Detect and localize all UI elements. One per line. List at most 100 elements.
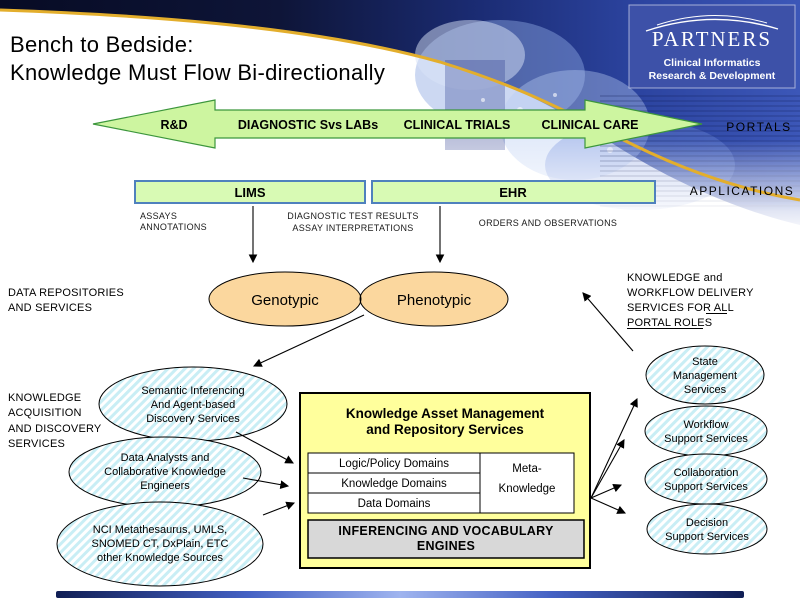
kam-box: Knowledge Asset Management and Repositor… bbox=[299, 392, 591, 569]
ka-line-1: KNOWLEDGE bbox=[8, 392, 81, 404]
state-line-3: Services bbox=[684, 384, 727, 396]
gold-swoosh bbox=[0, 8, 800, 202]
meta-label-line-2: Knowledge bbox=[499, 483, 556, 495]
domain-row-label: Logic/Policy Domains bbox=[339, 458, 449, 470]
logo-arc-icon bbox=[656, 14, 768, 26]
kd-line-3: SERVICES FOR ALL bbox=[627, 302, 734, 314]
sources-line-1: NCI Metathesaurus, UMLS, bbox=[93, 524, 228, 536]
lims-label: LIMS bbox=[234, 185, 265, 200]
application-boxes: LIMS EHR APPLICATIONS bbox=[134, 180, 794, 204]
diagnostics-line-1: DIAGNOSTIC TEST RESULTS bbox=[287, 211, 418, 221]
assays-line-1: ASSAYS bbox=[140, 211, 177, 221]
arrow-kam-to-workflow bbox=[590, 439, 625, 499]
double-arrow-shape bbox=[92, 99, 703, 149]
phenotypic-outline bbox=[359, 271, 509, 327]
logo-dept-line2: Research & Development bbox=[649, 70, 776, 82]
assays-line-2: ANNOTATIONS bbox=[140, 222, 207, 232]
applications-label: APPLICATIONS bbox=[690, 184, 794, 198]
data-repos-line-1: DATA REPOSITORIES bbox=[8, 287, 124, 299]
kd-line-4: PORTAL ROLES bbox=[627, 317, 712, 329]
semantic-line-3: Discovery Services bbox=[146, 413, 240, 425]
kd-line-2: WORKFLOW DELIVERY bbox=[627, 287, 754, 299]
domain-row-label: Data Domains bbox=[358, 498, 431, 510]
diagnostics-line-2: ASSAY INTERPRETATIONS bbox=[292, 223, 413, 233]
phenotypic-label: Phenotypic bbox=[397, 292, 472, 309]
section-label-knowledge-acquisition: KNOWLEDGE ACQUISITION AND DISCOVERY SERV… bbox=[8, 392, 102, 450]
workflow-line-2: Support Services bbox=[664, 433, 748, 445]
state-management-ellipse bbox=[645, 345, 765, 405]
analysts-line-1: Data Analysts and bbox=[121, 452, 210, 464]
kd-line-1: KNOWLEDGE and bbox=[627, 272, 723, 284]
header-blue-sweep bbox=[0, 0, 800, 225]
decision-support-ellipse bbox=[646, 503, 768, 555]
collab-line-2: Support Services bbox=[664, 481, 748, 493]
logo-brand-text: PARTNERS bbox=[652, 27, 772, 51]
section-label-data-repositories: DATA REPOSITORIES AND SERVICES bbox=[8, 287, 124, 314]
kam-title-line-2: and Repository Services bbox=[366, 422, 524, 437]
ka-line-4: SERVICES bbox=[8, 438, 65, 450]
analysts-line-3: Engineers bbox=[140, 480, 190, 492]
arrow-kam-to-state bbox=[590, 398, 638, 499]
flow-label-rd: R&D bbox=[160, 118, 187, 132]
title-line-2: Knowledge Must Flow Bi-directionally bbox=[10, 60, 385, 85]
genotypic-label: Genotypic bbox=[251, 292, 319, 309]
flow-label-care: CLINICAL CARE bbox=[542, 118, 639, 132]
state-line-2: Management bbox=[673, 370, 737, 382]
arrow-semantic-to-kam bbox=[235, 431, 294, 464]
logo-dept-line1: Clinical Informatics bbox=[664, 57, 761, 69]
flow-label-diagnostic: DIAGNOSTIC Svs LABs bbox=[238, 118, 378, 132]
ehr-box bbox=[371, 180, 656, 204]
decision-line-1: Decision bbox=[686, 517, 728, 529]
acquisition-service-ellipses: Semantic Inferencing And Agent-based Dis… bbox=[56, 366, 288, 587]
flow-label-trials: CLINICAL TRIALS bbox=[404, 118, 511, 132]
collab-line-1: Collaboration bbox=[674, 467, 739, 479]
arrow-analysts-to-kam bbox=[242, 477, 290, 489]
flow-annotations: ASSAYS ANNOTATIONS DIAGNOSTIC TEST RESUL… bbox=[140, 211, 617, 233]
section-label-knowledge-delivery: KNOWLEDGE and WORKFLOW DELIVERY SERVICES… bbox=[627, 272, 754, 329]
workflow-support-ellipse bbox=[644, 405, 768, 457]
state-line-1: State bbox=[692, 356, 718, 368]
lims-box bbox=[134, 180, 366, 204]
orders-label: ORDERS AND OBSERVATIONS bbox=[479, 218, 617, 228]
footer-bar bbox=[56, 591, 744, 598]
engines-line-2: ENGINES bbox=[417, 539, 475, 553]
sources-line-3: other Knowledge Sources bbox=[97, 552, 223, 564]
bidirectional-flow-arrow: R&D DIAGNOSTIC Svs LABs CLINICAL TRIALS … bbox=[92, 99, 703, 149]
arrow-kam-to-decision bbox=[590, 497, 627, 514]
arrow-sources-to-kam bbox=[262, 501, 296, 516]
domain-row-label: Knowledge Domains bbox=[341, 478, 447, 490]
delivery-service-ellipses: State Management Services Workflow Suppo… bbox=[644, 345, 768, 555]
meta-knowledge-cell bbox=[479, 452, 575, 514]
workflow-line-1: Workflow bbox=[683, 419, 728, 431]
logo-arc-icon bbox=[645, 18, 779, 32]
meta-label-line-1: Meta- bbox=[512, 463, 542, 475]
sources-line-2: SNOMED CT, DxPlain, ETC bbox=[92, 538, 229, 550]
data-repositories: Genotypic Phenotypic bbox=[208, 271, 509, 327]
partners-logo: PARTNERS Clinical Informatics Research &… bbox=[628, 4, 796, 89]
portals-label: PORTALS bbox=[726, 120, 791, 134]
logo-panel bbox=[628, 4, 796, 89]
genotypic-outline bbox=[208, 271, 362, 327]
collaboration-support-ellipse bbox=[644, 453, 768, 505]
title-line-1: Bench to Bedside: bbox=[10, 32, 194, 57]
ka-line-3: AND DISCOVERY bbox=[8, 423, 102, 435]
decision-line-2: Support Services bbox=[665, 531, 749, 543]
knowledge-sources-ellipse bbox=[56, 501, 264, 587]
phenotypic-ellipse bbox=[360, 272, 508, 326]
connector-arrows bbox=[235, 206, 638, 516]
ka-line-2: ACQUISITION bbox=[8, 407, 82, 419]
arrow-state-to-repositories bbox=[582, 292, 634, 352]
semantic-line-2: And Agent-based bbox=[151, 399, 235, 411]
genotypic-ellipse bbox=[209, 272, 361, 326]
engines-box bbox=[307, 519, 585, 559]
data-repos-line-2: AND SERVICES bbox=[8, 302, 92, 314]
arrow-kam-to-collaboration bbox=[590, 484, 623, 499]
engines-line-1: INFERENCING AND VOCABULARY bbox=[338, 524, 554, 538]
arrow-repos-to-semantic bbox=[253, 314, 365, 367]
slide-title: Bench to Bedside: Knowledge Must Flow Bi… bbox=[10, 32, 385, 85]
kam-title-line-1: Knowledge Asset Management bbox=[346, 406, 545, 421]
analysts-line-2: Collaborative Knowledge bbox=[104, 466, 226, 478]
ehr-label: EHR bbox=[499, 185, 527, 200]
